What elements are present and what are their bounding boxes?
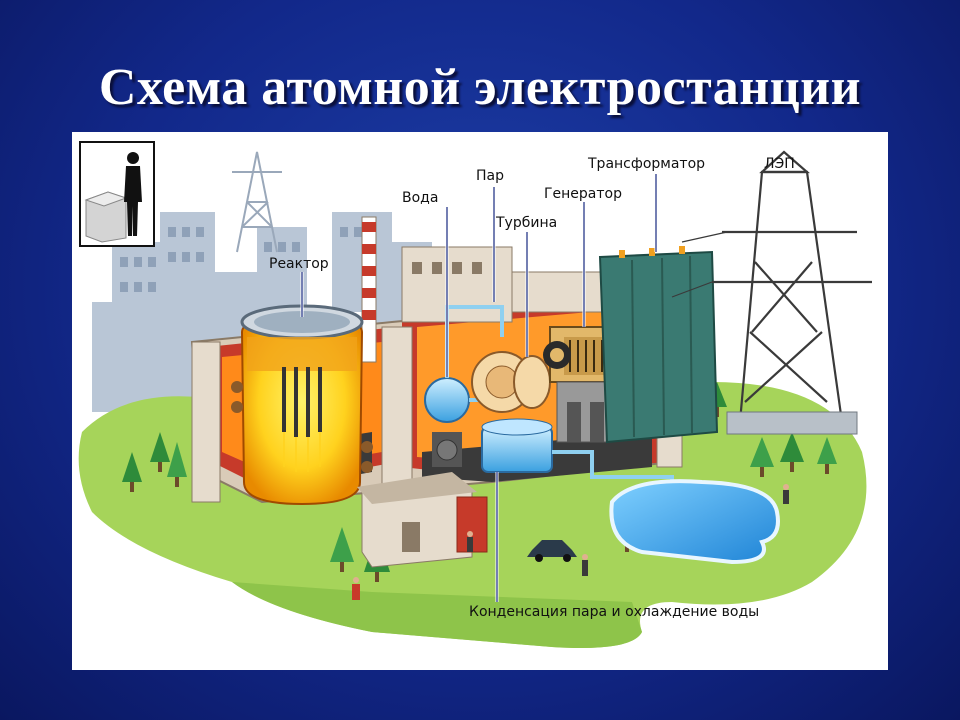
chimney xyxy=(361,216,377,363)
generator xyxy=(543,326,621,443)
tower-base xyxy=(726,411,858,435)
label-condensation: Конденсация пара и охлаждение воды xyxy=(469,604,759,620)
label-turbine: Турбина xyxy=(495,215,557,231)
reactor xyxy=(231,304,373,506)
transformer xyxy=(598,246,719,444)
ground-shade xyxy=(232,582,642,648)
label-transformer: Трансформатор xyxy=(587,156,705,172)
city-background xyxy=(92,212,432,412)
city-windows xyxy=(120,227,376,292)
slide-title: Схема атомной электростанции xyxy=(98,59,862,116)
car-icon xyxy=(527,540,577,562)
condenser xyxy=(481,418,674,492)
label-power-line: ЛЭП xyxy=(764,156,795,172)
person-scale-icon xyxy=(79,141,155,247)
leader-lines xyxy=(300,174,658,602)
npp-diagram: Реактор Вода Пар Турбина Генератор Транс… xyxy=(72,132,888,670)
label-generator: Генератор xyxy=(544,186,622,202)
turbine xyxy=(432,351,551,467)
background-tower xyxy=(232,151,282,253)
cooling-pond-icon xyxy=(609,479,780,565)
people xyxy=(352,484,789,600)
label-water: Вода xyxy=(402,190,438,206)
label-steam: Пар xyxy=(476,168,504,184)
outbuilding xyxy=(357,472,488,568)
label-reactor: Реактор xyxy=(269,256,329,272)
power-line-tower xyxy=(671,150,872,423)
